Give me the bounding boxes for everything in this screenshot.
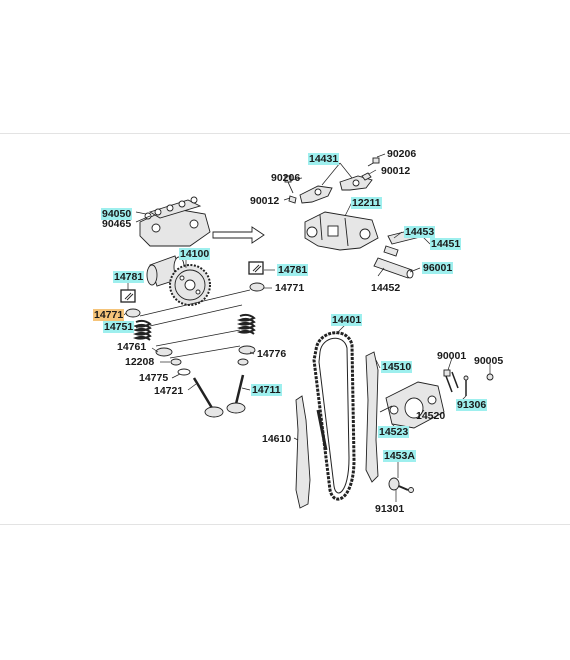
camshaft-holder-assembly bbox=[139, 196, 211, 247]
part-label-14771-left[interactable]: 14771 bbox=[93, 309, 125, 321]
part-label-90005[interactable]: 90005 bbox=[474, 355, 504, 367]
shaft-pin bbox=[383, 245, 399, 257]
part-label-14452[interactable]: 14452 bbox=[371, 282, 401, 294]
part-label-12208[interactable]: 12208 bbox=[125, 356, 155, 368]
valve-cotter-left bbox=[120, 289, 136, 303]
part-label-14776[interactable]: 14776 bbox=[257, 348, 287, 360]
assembly-arrow bbox=[212, 226, 265, 244]
part-label-14401[interactable]: 14401 bbox=[331, 314, 363, 326]
tensioner-slider bbox=[295, 395, 311, 509]
part-label-90012-left[interactable]: 90012 bbox=[250, 195, 280, 207]
tensioner-gasket-pin bbox=[463, 375, 469, 396]
spring-seat-right bbox=[238, 345, 256, 355]
pivot-bolt bbox=[388, 477, 414, 493]
part-label-1453A[interactable]: 1453A bbox=[383, 450, 416, 462]
part-label-91301[interactable]: 91301 bbox=[375, 503, 405, 515]
part-label-14711[interactable]: 14711 bbox=[251, 384, 282, 396]
cam-sprocket bbox=[169, 264, 211, 306]
seal-ring-left bbox=[177, 368, 191, 376]
cam-chain bbox=[312, 331, 356, 501]
rocker-arm-left bbox=[299, 185, 333, 204]
stem-seal-left bbox=[170, 358, 182, 366]
part-label-14771-right[interactable]: 14771 bbox=[275, 282, 305, 294]
part-label-14510[interactable]: 14510 bbox=[381, 361, 413, 373]
valve-retainer-right bbox=[249, 282, 265, 292]
part-label-90206-top[interactable]: 90206 bbox=[387, 148, 417, 160]
valve-spring-right bbox=[237, 313, 256, 335]
part-label-90206-left[interactable]: 90206 bbox=[271, 172, 301, 184]
part-label-14781-right[interactable]: 14781 bbox=[277, 264, 309, 276]
nut-right bbox=[361, 172, 372, 181]
part-label-14431[interactable]: 14431 bbox=[308, 153, 340, 165]
chain-guide bbox=[365, 351, 379, 483]
nut-left bbox=[288, 195, 297, 204]
part-label-94050[interactable]: 94050 bbox=[101, 208, 133, 220]
part-label-14775[interactable]: 14775 bbox=[139, 372, 169, 384]
stem-seal-right bbox=[237, 358, 249, 366]
part-label-14520[interactable]: 14520 bbox=[416, 410, 446, 422]
valve-cotter-right bbox=[248, 261, 264, 275]
part-label-90001[interactable]: 90001 bbox=[437, 350, 467, 362]
label-leaders bbox=[123, 153, 491, 502]
part-label-14721[interactable]: 14721 bbox=[154, 385, 184, 397]
leader-lines bbox=[139, 289, 251, 359]
adjust-screw-top-right bbox=[367, 157, 380, 167]
rocker-holder bbox=[304, 211, 379, 251]
part-label-91306[interactable]: 91306 bbox=[456, 399, 488, 411]
tensioner-bolts bbox=[443, 369, 459, 393]
part-label-14523[interactable]: 14523 bbox=[378, 426, 410, 438]
valve-retainer-left bbox=[125, 308, 141, 318]
chain-tensioner bbox=[379, 381, 445, 429]
exhaust-valve bbox=[226, 374, 246, 414]
part-label-14453[interactable]: 14453 bbox=[404, 226, 436, 238]
part-label-14610[interactable]: 14610 bbox=[262, 433, 292, 445]
part-label-14761[interactable]: 14761 bbox=[117, 341, 147, 353]
intake-valve bbox=[192, 377, 224, 418]
part-label-12211[interactable]: 12211 bbox=[351, 197, 382, 209]
adjust-screw-left bbox=[284, 175, 294, 194]
diagram-frame bbox=[0, 133, 570, 525]
rocker-shaft-lower bbox=[373, 257, 414, 279]
part-label-90012-right[interactable]: 90012 bbox=[381, 165, 411, 177]
part-label-14751[interactable]: 14751 bbox=[103, 321, 135, 333]
part-label-14451[interactable]: 14451 bbox=[430, 238, 462, 250]
valve-spring-left bbox=[133, 319, 152, 341]
part-label-14100[interactable]: 14100 bbox=[179, 248, 211, 260]
part-label-96001[interactable]: 96001 bbox=[422, 262, 454, 274]
small-screw-90005 bbox=[486, 373, 494, 381]
part-label-90465[interactable]: 90465 bbox=[102, 218, 132, 230]
spring-seat-left bbox=[155, 347, 173, 357]
rocker-arm-right bbox=[339, 175, 373, 191]
part-label-14781-left[interactable]: 14781 bbox=[113, 271, 145, 283]
